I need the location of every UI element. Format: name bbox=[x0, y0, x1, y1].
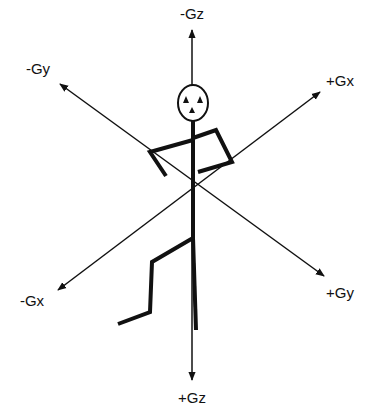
axis-label: +Gy bbox=[324, 284, 356, 301]
axis-label: +Gz bbox=[176, 389, 208, 406]
x-axis bbox=[58, 92, 320, 290]
axis-label: +Gx bbox=[324, 72, 356, 89]
axis-label: -Gx bbox=[18, 292, 46, 309]
right-leg bbox=[193, 238, 196, 330]
left-leg bbox=[118, 238, 193, 324]
z-axis bbox=[191, 30, 193, 380]
axis-label: -Gz bbox=[178, 5, 206, 22]
right-arm bbox=[193, 130, 232, 172]
face bbox=[183, 96, 203, 113]
left-arm bbox=[150, 140, 193, 176]
axis-label: -Gy bbox=[24, 60, 52, 77]
head bbox=[178, 85, 208, 121]
